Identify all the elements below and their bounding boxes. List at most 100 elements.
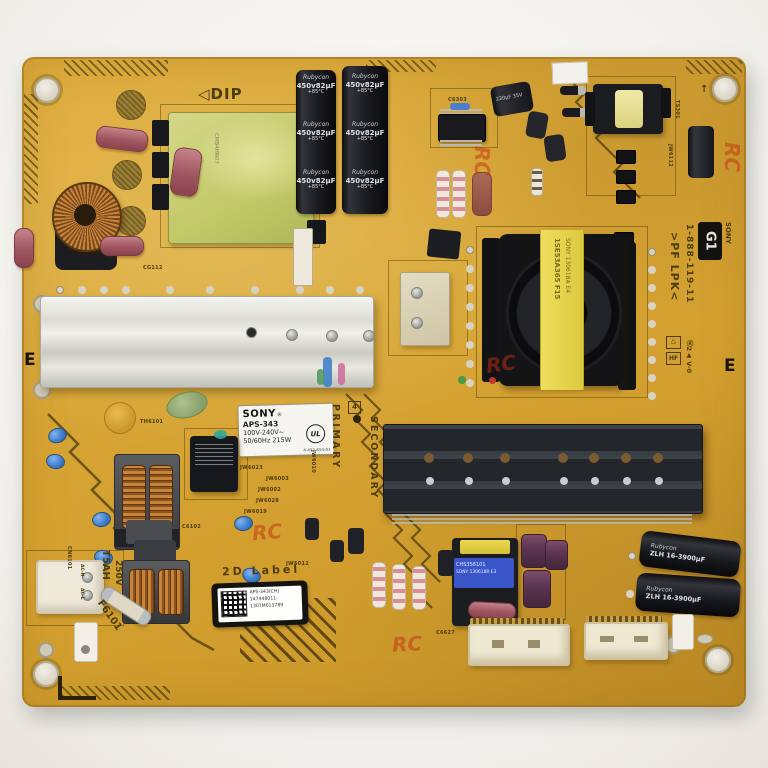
- silk-ref: JW6028: [256, 498, 280, 504]
- board-number: 1-888-119-11: [684, 224, 694, 304]
- fuse-holder-clip: [74, 622, 98, 662]
- board-brand: SONY: [724, 222, 732, 244]
- silk-ref: JW6019: [244, 509, 268, 515]
- board-material: >PF LPK<: [668, 232, 681, 302]
- 2d-label-sticker: APS-343(CH) 147448011- 1307M013789: [217, 585, 303, 623]
- transformer-pin-rail: [482, 238, 500, 382]
- capacitor-brand: Rubycon: [351, 73, 379, 80]
- dip8-ic: [438, 114, 486, 142]
- smd-capacitor: [450, 103, 470, 110]
- paint-mark-pink: [338, 363, 345, 385]
- holder-tab: [672, 614, 694, 650]
- diode: [562, 108, 588, 117]
- small-capacitor: [330, 540, 344, 562]
- silk-ref: C6627: [436, 630, 456, 636]
- transformer-marking: 1SE53A365 F15: [553, 238, 561, 300]
- label-part-number: 4-452-654-01: [303, 446, 331, 453]
- capacitor-temp: +85°C: [356, 87, 374, 94]
- silk-ref: JW6012: [286, 561, 310, 567]
- qc-stamp: RC: [470, 146, 494, 177]
- purple-capacitor: [523, 570, 551, 608]
- capacitor-brand: Rubycon: [302, 169, 330, 176]
- e-mark: E: [24, 350, 36, 370]
- fuse-rating: T5AH: [100, 550, 111, 580]
- qc-stamp: RC: [720, 142, 744, 173]
- capacitor-value: 450v82µF: [296, 128, 336, 137]
- solder-pads: [628, 552, 636, 560]
- transformer-pin-tab: [152, 120, 169, 146]
- qc-stamp: RC: [391, 631, 423, 657]
- solder-pad: [697, 634, 713, 644]
- small-capacitor: [348, 528, 364, 554]
- silk-ref: JW6010: [310, 450, 316, 474]
- fiducial-dot: [353, 415, 361, 423]
- ic-legs: [440, 139, 482, 146]
- capacitor-value: 450v82µF: [345, 128, 385, 137]
- purple-capacitor: [545, 540, 568, 570]
- silk-ref: CN6101: [66, 546, 72, 570]
- rating-label: SONY ® APS-343 100V-240V~ 50/60Hz 215W U…: [237, 402, 335, 458]
- secondary-marking: SECONDARY: [368, 416, 379, 500]
- ic-legs: [440, 108, 482, 115]
- blank-label: [551, 61, 589, 85]
- diode: [560, 86, 586, 95]
- mounting-hole: [34, 77, 60, 103]
- output-capacitor: Rubycon ZLH 16-3900µF: [634, 572, 742, 618]
- flammability-marking: Ⓡ2▲ V-0: [685, 340, 693, 374]
- film-capacitor: [100, 236, 144, 256]
- connector-pins: [586, 616, 662, 624]
- silk-ref: TH6101: [140, 419, 164, 425]
- transformer-pin-tab: [152, 184, 169, 210]
- copper-pad: [116, 90, 146, 120]
- bridge-module: [400, 272, 450, 346]
- capacitor-brand: Rubycon: [351, 121, 379, 128]
- disc-capacitor-yellow: [104, 402, 136, 434]
- transistor: [616, 150, 636, 164]
- heatsink-leads: [392, 512, 692, 524]
- arrow-up-silk: ↑: [700, 84, 709, 95]
- output-connector: [468, 624, 570, 666]
- purple-capacitor: [521, 534, 547, 568]
- film-capacitor: [14, 228, 34, 268]
- capacitor-temp: +85°C: [356, 135, 374, 142]
- transformer-tape: 1SE53A365 F15 SONY 130618A E4: [540, 230, 584, 390]
- pfc-transformer-marking: CM84HN07: [213, 133, 219, 164]
- paint-mark-green: [317, 369, 324, 385]
- power-resistor: [452, 170, 466, 218]
- copper-pad: [112, 160, 142, 190]
- screw-hole: [38, 642, 54, 658]
- edge-hatch: [686, 60, 742, 74]
- board-rev-badge: G1: [698, 222, 722, 260]
- silk-ref: AC-L: [79, 588, 84, 600]
- primary-heatsink: [40, 296, 375, 388]
- mounting-hole: [33, 661, 59, 687]
- silk-outline: [476, 226, 648, 398]
- capacitor-value: 450v82µF: [345, 80, 385, 89]
- solder-pads: [56, 286, 64, 294]
- x-capacitor: [190, 436, 238, 492]
- label-reg-mark: ®: [276, 412, 283, 419]
- silk-ref: JW6003: [266, 476, 290, 482]
- silk-ref: C6303: [448, 97, 468, 103]
- 2d-label-plate: APS-343(CH) 147448011- 1307M013789: [211, 580, 309, 628]
- small-resistor: [531, 168, 543, 196]
- heatsink-rivets: [426, 477, 434, 485]
- capacitor-temp: +85°C: [307, 135, 325, 142]
- secondary-heatsink: [383, 424, 703, 514]
- fusible-resistor: [372, 562, 386, 608]
- dip-marking: ◁DIP: [198, 85, 243, 103]
- capacitor-value: 450v82µF: [296, 176, 336, 185]
- mounting-hole: [705, 647, 731, 673]
- mounting-hole: [712, 76, 738, 102]
- silk-ref: C6102: [182, 524, 202, 530]
- fuse-voltage: 250V: [113, 560, 123, 586]
- common-mode-choke: [122, 560, 190, 624]
- silk-ref: AC-N: [79, 564, 84, 577]
- green-dot-component: [458, 376, 466, 384]
- warning-mark: 4: [348, 401, 361, 414]
- red-dot-component: [489, 377, 496, 384]
- capacitor-temp: +85°C: [307, 88, 325, 95]
